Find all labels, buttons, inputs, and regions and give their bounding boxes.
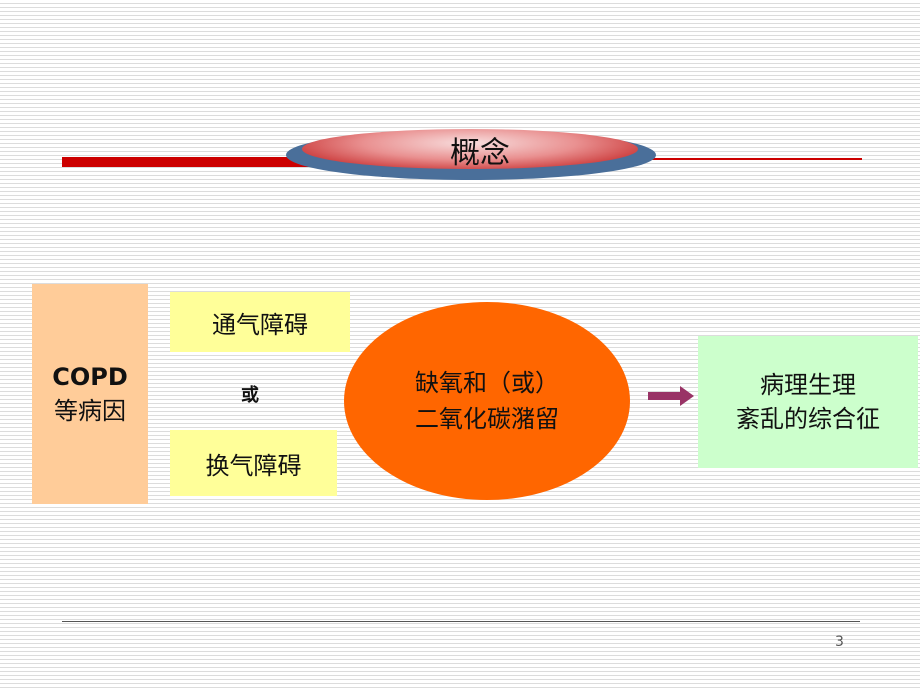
arrow-icon xyxy=(648,386,694,406)
or-label: 或 xyxy=(241,385,259,406)
cause-line2: 等病因 xyxy=(54,396,126,425)
title-ellipse xyxy=(302,129,638,169)
cause-box: COPD 等病因 xyxy=(32,284,148,504)
center-ellipse: 缺氧和（或） 二氧化碳潴留 xyxy=(344,302,630,500)
result-line2: 紊乱的综合征 xyxy=(736,405,880,433)
center-line1: 缺氧和（或） xyxy=(415,369,559,397)
exchange-box: 换气障碍 xyxy=(170,430,337,496)
cause-line1: COPD xyxy=(52,362,128,391)
center-line2: 二氧化碳潴留 xyxy=(415,405,559,433)
footer-divider xyxy=(62,621,860,622)
page-title: 概念 xyxy=(450,136,510,171)
result-line1: 病理生理 xyxy=(760,371,856,399)
result-box: 病理生理 紊乱的综合征 xyxy=(698,336,918,468)
title-bar-left xyxy=(62,157,312,167)
page-number: 3 xyxy=(835,634,844,650)
ventilation-box: 通气障碍 xyxy=(170,292,350,352)
title-bar-right xyxy=(640,158,862,160)
